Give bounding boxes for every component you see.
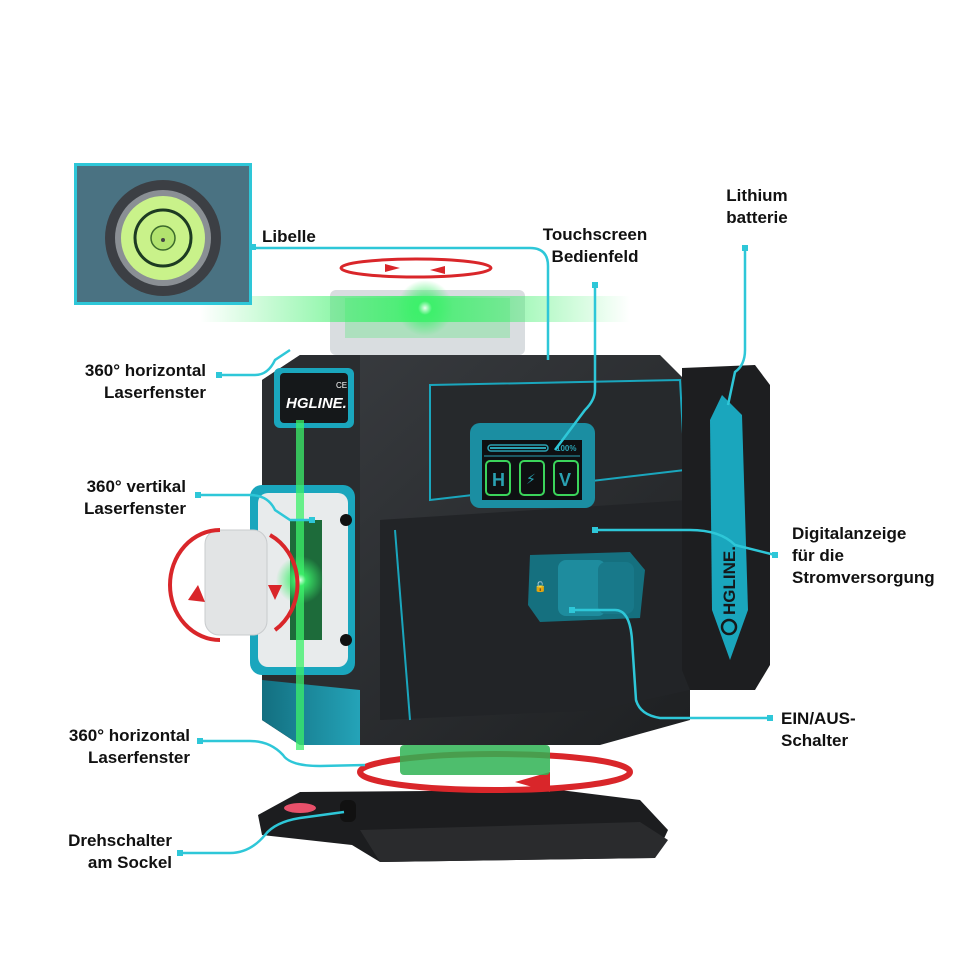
svg-text:CE: CE xyxy=(336,381,347,390)
callout-libelle: Libelle xyxy=(262,227,316,246)
power-mode-button[interactable]: ⚡ xyxy=(519,460,545,496)
brand-logo-text: HGLINE. xyxy=(286,395,347,412)
callout-touchscreen: Touchscreen Bedienfeld xyxy=(542,225,648,266)
top-laser-head xyxy=(200,257,630,355)
bubble-level-inset xyxy=(74,163,252,305)
battery-logo-icon xyxy=(720,618,738,636)
callout-lithium-battery: Lithium batterie xyxy=(726,186,788,227)
battery-brand-text: HGLINE. xyxy=(720,546,739,615)
h-button[interactable]: H xyxy=(485,460,511,496)
callout-base-knob: Drehschalter am Sockel xyxy=(68,831,172,872)
v-button[interactable]: V xyxy=(553,460,579,496)
callout-lines xyxy=(180,246,776,855)
base xyxy=(258,790,668,862)
base-red-marker xyxy=(284,803,316,813)
svg-text:H: H xyxy=(492,470,505,490)
brand-badge: HGLINE. CE xyxy=(274,368,354,428)
power-switch[interactable]: 🔓 xyxy=(528,552,645,622)
vertical-laser-window xyxy=(168,420,355,750)
base-rotary-knob[interactable] xyxy=(340,800,356,822)
touchscreen-panel[interactable]: 100% H ⚡ V xyxy=(470,423,595,508)
bottom-rotation-arrow xyxy=(357,745,633,793)
callout-power-display: Digitalanzeige für die Stromversorgung xyxy=(792,524,935,587)
callout-dots xyxy=(177,244,778,856)
svg-text:V: V xyxy=(559,470,571,490)
bubble-level-icon xyxy=(105,180,221,296)
callout-vertical: 360° vertikal Laserfenster xyxy=(83,477,186,518)
battery-percent-readout: 100% xyxy=(556,444,576,453)
svg-text:⚡: ⚡ xyxy=(526,472,536,488)
top-rotation-arrow xyxy=(339,257,493,279)
callout-on-off-switch: EIN/AUS- Schalter xyxy=(781,709,856,750)
callout-horizontal-bottom: 360° horizontal Laserfenster xyxy=(68,726,190,767)
callout-horizontal-top: 360° horizontal Laserfenster xyxy=(84,361,206,402)
battery-pack: HGLINE. xyxy=(682,365,770,690)
lock-icon: 🔓 xyxy=(534,580,546,593)
